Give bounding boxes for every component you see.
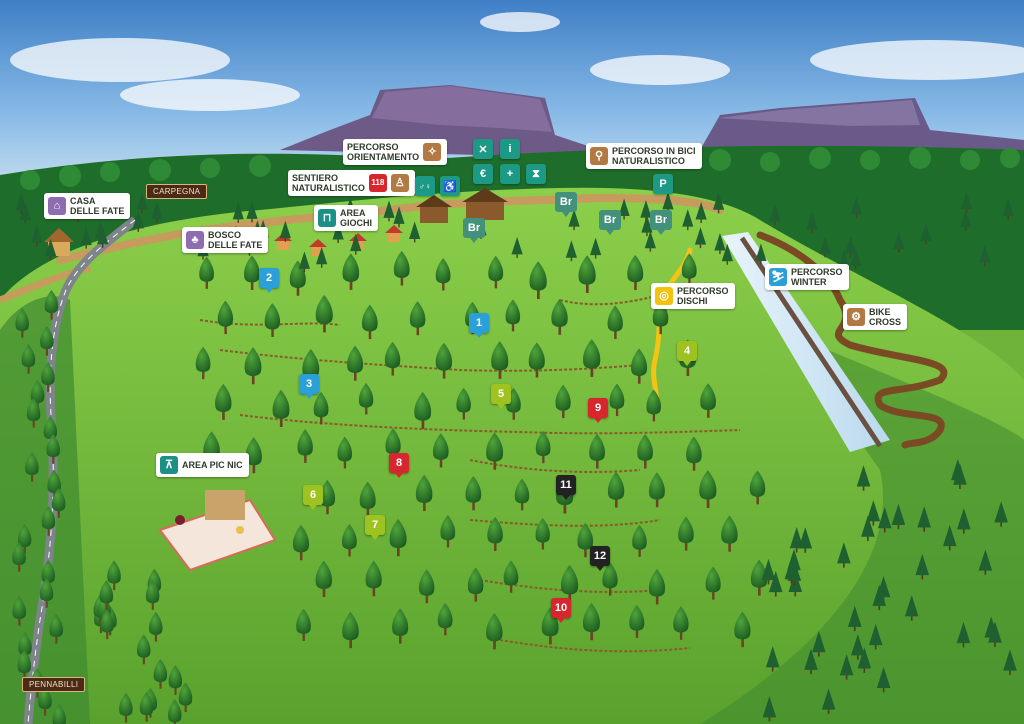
- meadow: [0, 187, 1024, 724]
- area-pic-nic-label[interactable]: ⊼ AREA PIC NIC: [156, 453, 249, 477]
- br-point-1[interactable]: Br: [463, 218, 485, 243]
- carpegna-sign: CARPEGNA: [146, 184, 208, 199]
- info-icon[interactable]: i: [500, 139, 520, 159]
- hiker-icon: ♙: [390, 174, 409, 192]
- hourglass-icon[interactable]: ⧗: [526, 164, 546, 184]
- playground-icon: ⊓: [318, 209, 336, 227]
- course-marker-12[interactable]: 12: [590, 546, 610, 571]
- parking-icon[interactable]: P: [653, 174, 673, 194]
- currency-icon[interactable]: €: [473, 164, 493, 184]
- picnic-area-illustration: [158, 490, 277, 572]
- bike-cross-text: BIKE CROSS: [869, 307, 902, 327]
- course-marker-9[interactable]: 9: [588, 398, 608, 423]
- compass-icon: ✧: [423, 143, 442, 161]
- course-marker-10[interactable]: 10: [551, 598, 571, 623]
- percorso-winter-text: PERCORSO WINTER: [791, 267, 843, 287]
- casa-delle-fate-label[interactable]: ⌂ CASA DELLE FATE: [44, 193, 131, 219]
- br-point-4[interactable]: Br: [650, 210, 672, 235]
- course-marker-7[interactable]: 7: [365, 515, 385, 540]
- emergency-118-badge: 118: [368, 174, 387, 192]
- percorso-orientamento-label[interactable]: PERCORSO ORIENTAMENTO ✧: [343, 139, 448, 165]
- fairy-house-icon: ⌂: [48, 197, 66, 215]
- accessible-icon[interactable]: ♿: [440, 176, 460, 196]
- sled-icon: ⛷: [769, 268, 787, 286]
- percorso-winter-label[interactable]: ⛷ PERCORSO WINTER: [765, 264, 849, 290]
- percorso-dischi-label[interactable]: ◎ PERCORSO DISCHI: [651, 283, 735, 309]
- restaurant-icon[interactable]: ✕: [473, 139, 493, 159]
- br-point-2[interactable]: Br: [555, 192, 577, 217]
- pennabilli-sign: PENNABILLI: [22, 677, 86, 692]
- clouds: [10, 12, 1024, 111]
- course-marker-4[interactable]: 4: [677, 341, 697, 366]
- area-giochi-text: AREA GIOCHI: [340, 208, 373, 228]
- fairy-tree-icon: ♣: [186, 231, 204, 249]
- park-buildings: [44, 188, 508, 256]
- course-marker-1[interactable]: 1: [469, 313, 489, 338]
- course-marker-8[interactable]: 8: [389, 453, 409, 478]
- bosco-delle-fate-text: BOSCO DELLE FATE: [208, 230, 263, 250]
- bike-cross-icon: ⚙: [847, 308, 865, 326]
- course-marker-2[interactable]: 2: [259, 268, 279, 293]
- area-pic-nic-text: AREA PIC NIC: [182, 460, 243, 470]
- bosco-delle-fate-label[interactable]: ♣ BOSCO DELLE FATE: [182, 227, 269, 253]
- course-marker-5[interactable]: 5: [491, 384, 511, 409]
- first-aid-icon[interactable]: +: [500, 164, 520, 184]
- bicycle-icon: ⚲: [590, 147, 608, 165]
- percorso-dischi-text: PERCORSO DISCHI: [677, 286, 729, 306]
- area-giochi-label[interactable]: ⊓ AREA GIOCHI: [314, 205, 379, 231]
- casa-delle-fate-text: CASA DELLE FATE: [70, 196, 125, 216]
- course-marker-6[interactable]: 6: [303, 485, 323, 510]
- br-point-3[interactable]: Br: [599, 210, 621, 235]
- disc-target-icon: ◎: [655, 287, 673, 305]
- bike-cross-label[interactable]: ⚙ BIKE CROSS: [843, 304, 908, 330]
- bike-cross-track: [756, 231, 948, 449]
- forest-top-texture: [20, 147, 1020, 190]
- sentiero-naturalistico-label[interactable]: SENTIERO NATURALISTICO 118 ♙: [288, 170, 415, 196]
- toilets-icon[interactable]: ♂♀: [415, 176, 435, 196]
- percorso-bici-label[interactable]: ⚲ PERCORSO IN BICI NATURALISTICO: [586, 143, 702, 169]
- percorso-orientamento-text: PERCORSO ORIENTAMENTO: [347, 142, 420, 162]
- course-marker-3[interactable]: 3: [299, 374, 319, 399]
- sentiero-naturalistico-text: SENTIERO NATURALISTICO: [292, 173, 365, 193]
- percorso-bici-text: PERCORSO IN BICI NATURALISTICO: [612, 146, 696, 166]
- picnic-table-icon: ⊼: [160, 456, 178, 474]
- disc-course-path: [651, 247, 693, 408]
- course-marker-11[interactable]: 11: [556, 475, 576, 500]
